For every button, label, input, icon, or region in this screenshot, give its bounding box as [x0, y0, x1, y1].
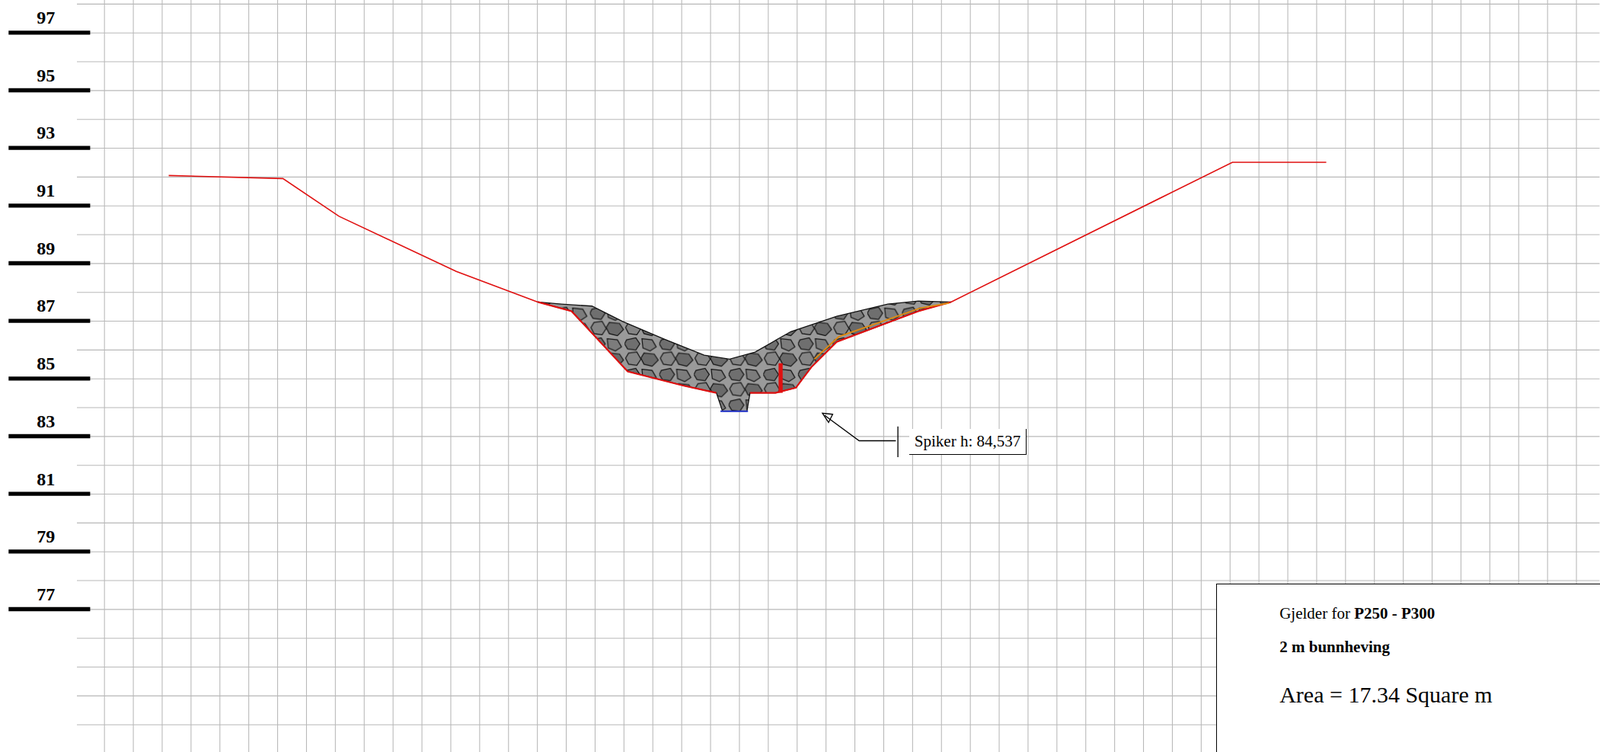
grid-line [1114, 0, 1115, 752]
inner-layer-line [814, 303, 949, 360]
elevation-tick [8, 88, 90, 93]
grid-line [76, 378, 1600, 380]
axis-ticks [8, 32, 90, 610]
elevation-tick [8, 319, 90, 323]
elevation-tick [8, 434, 90, 438]
grid-line [970, 0, 971, 752]
callout-box: Spiker h: 84,537 [909, 428, 1027, 455]
elevation-label: 85 [36, 354, 55, 373]
leader-line [824, 415, 897, 441]
grid-line [623, 0, 625, 752]
elevation-tick [8, 606, 90, 611]
grid-line [76, 464, 1600, 466]
grid-line [133, 0, 135, 752]
grid-line [507, 0, 509, 752]
grid-line [335, 0, 336, 752]
grid-line [392, 0, 394, 752]
grid-line [594, 0, 596, 752]
elevation-label: 83 [36, 411, 55, 431]
grid-line [76, 3, 1600, 5]
excavation-line [537, 301, 716, 393]
callout-text: Spiker h: 84,537 [914, 431, 1021, 451]
elevation-tick [8, 203, 90, 208]
grid-line [76, 291, 1600, 293]
elevation-tick [8, 146, 90, 151]
grid-line [565, 0, 567, 752]
marker-post [778, 363, 783, 393]
grid [76, 0, 1600, 752]
elevation-tick [8, 376, 90, 381]
elevation-label: 79 [36, 526, 55, 546]
grid-line [161, 0, 163, 752]
grid-line [76, 579, 1600, 581]
elevation-label: 89 [36, 239, 55, 258]
grid-line [76, 262, 1600, 264]
grid-line [219, 0, 221, 752]
elevation-label: 93 [36, 123, 55, 142]
elevation-label: 97 [36, 8, 55, 27]
grid-line [479, 0, 480, 752]
terrain-line [169, 175, 539, 302]
excavation-line [750, 301, 952, 393]
grid-line [76, 522, 1600, 524]
grid-line [76, 233, 1600, 235]
grid-line [912, 0, 914, 752]
grid-line [999, 0, 1000, 752]
elevation-label: 81 [36, 469, 55, 489]
grid-line [248, 0, 250, 752]
elevation-tick [8, 549, 90, 553]
grid-line [104, 0, 106, 752]
grid-line [76, 435, 1600, 437]
elevation-tick [8, 261, 90, 266]
grid-line [76, 205, 1600, 207]
grid-line [421, 0, 423, 752]
info-text: Gjelder for P250 - P300 [1279, 603, 1585, 623]
grid-line [76, 147, 1600, 149]
grid-line [76, 118, 1600, 120]
rock-fill [537, 300, 951, 412]
grid-line [536, 0, 538, 752]
leader-arrowhead [822, 412, 833, 422]
grid-line [825, 0, 827, 752]
grid-line [364, 0, 365, 752]
grid-line [76, 551, 1600, 553]
grid-line [854, 0, 856, 752]
grid-line [277, 0, 278, 752]
grid-line [190, 0, 192, 752]
elevation-label: 77 [36, 584, 55, 604]
grid-line [76, 349, 1600, 351]
grid-line [306, 0, 307, 752]
grid-line [941, 0, 943, 752]
elevation-label: 91 [36, 181, 55, 200]
elevation-tick [8, 30, 90, 35]
grid-line [1200, 0, 1202, 752]
drain-line [720, 410, 748, 412]
grid-line [1027, 0, 1029, 752]
info-text: Area = 17.34 Square m [1279, 680, 1585, 709]
grid-line [1056, 0, 1058, 752]
grid-line [1085, 0, 1086, 752]
info-box: Gjelder for P250 - P300 2 m bunnhevingAre… [1216, 583, 1600, 752]
grid-line [450, 0, 451, 752]
grid-line [76, 406, 1600, 408]
grid-line [883, 0, 885, 752]
grid-line [76, 60, 1600, 62]
grid-line [76, 32, 1600, 34]
elevation-tick [8, 491, 90, 496]
terrain-line [951, 162, 1327, 302]
leader-tick [897, 426, 898, 457]
grid-line [1172, 0, 1173, 752]
grid-line [76, 493, 1600, 495]
elevation-label: 87 [36, 296, 55, 315]
elevation-label: 95 [36, 66, 55, 85]
info-text: 2 m bunnheving [1279, 637, 1585, 657]
grid-line [1143, 0, 1144, 752]
grid-line [76, 89, 1600, 91]
grid-line [76, 176, 1600, 178]
